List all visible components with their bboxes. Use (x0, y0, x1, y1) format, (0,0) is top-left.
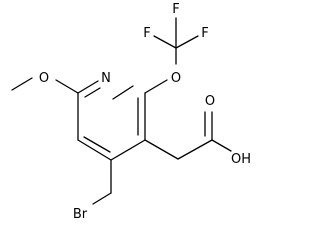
bond-c-oh (211, 139, 232, 152)
bond-c3-c4 (110, 139, 146, 161)
chemical-structure: F F F O O N O OH Br (11, 2, 251, 222)
bond-c6-n (77, 80, 99, 94)
bond-c6-o-methoxy (55, 79, 79, 94)
atom-label-o-methoxy: O (39, 71, 49, 86)
methoxy-group (11, 77, 79, 94)
atom-label-br: Br (73, 207, 88, 222)
trifluoromethoxy-group (144, 17, 199, 94)
bond-n-c2 (112, 85, 134, 100)
bond-c3-ch2 (144, 139, 179, 160)
bond-o-ch3 (11, 77, 33, 91)
bond-cf3-f-left (153, 35, 177, 49)
atom-label-o-trifluoromethoxy: O (171, 71, 181, 86)
pyridine-ring (77, 80, 146, 161)
atom-label-n-ring: N (101, 71, 111, 86)
bond-ch2-cooh (177, 139, 213, 160)
bond-c6-n-inner (84, 87, 101, 98)
bond-cf3-f-right (175, 35, 199, 49)
atom-label-f-right: F (201, 26, 208, 41)
bond-c4-c5 (77, 139, 112, 161)
acetic-acid-group (144, 111, 232, 160)
bond-c4-c5-inner (83, 136, 111, 153)
bromomethyl-group (92, 159, 112, 205)
bond-c2-o-ocf3 (144, 79, 168, 94)
atom-label-o-carbonyl: O (205, 94, 215, 109)
atom-label-f-left: F (143, 26, 150, 41)
bond-ch2-br (92, 192, 112, 205)
atom-label-oh-acid: OH (231, 152, 251, 167)
atom-label-f-top: F (172, 2, 179, 17)
